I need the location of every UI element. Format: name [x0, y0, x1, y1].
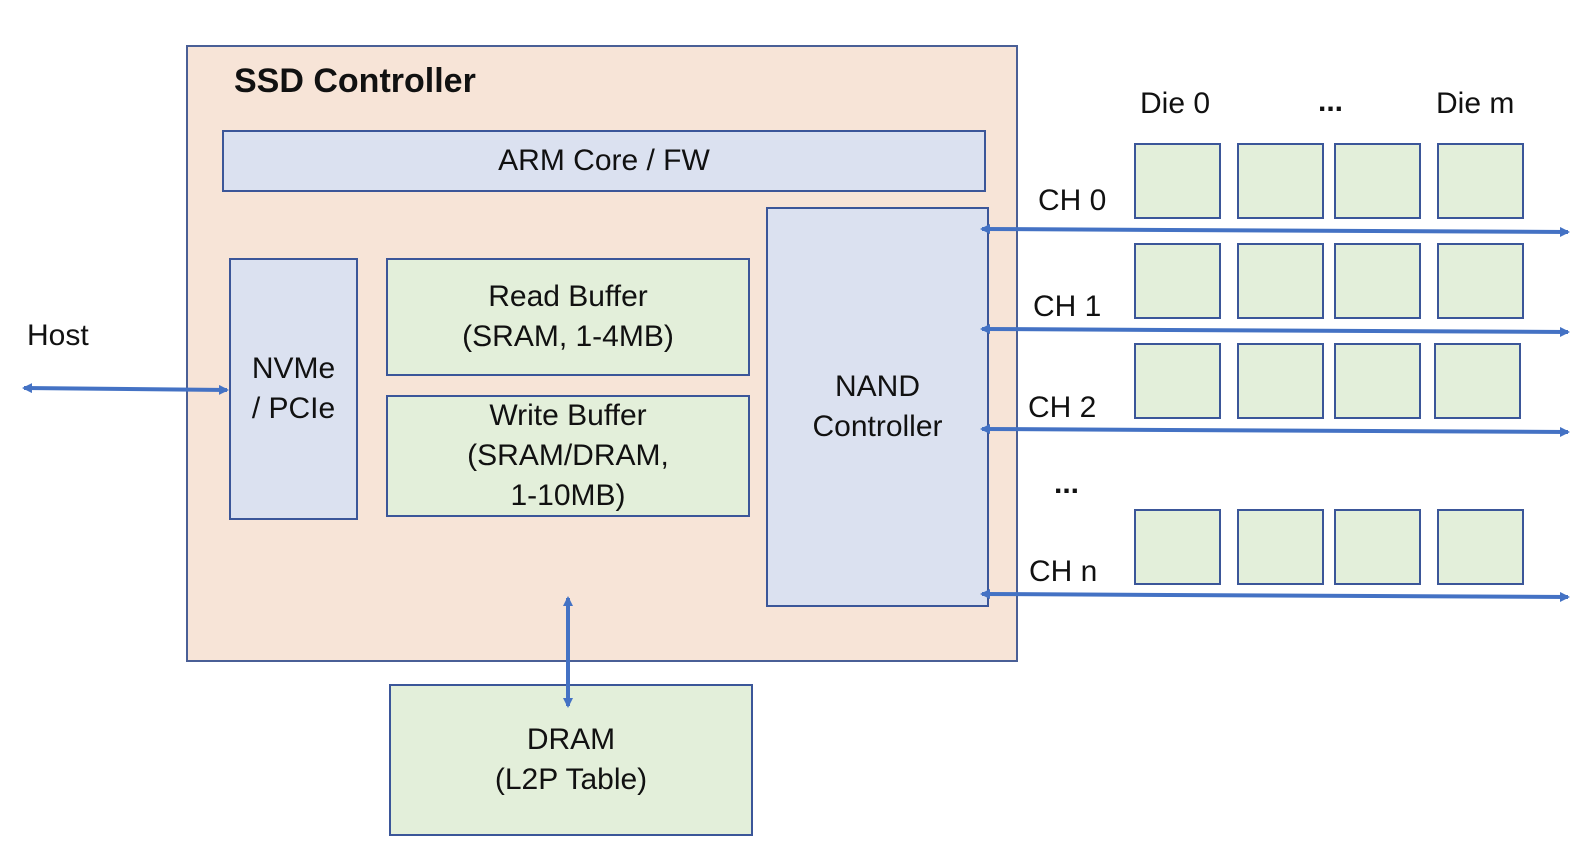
channel-label-n: CH n — [1029, 555, 1098, 588]
die-ch2-0 — [1134, 343, 1221, 419]
die-ch2-2 — [1334, 343, 1421, 419]
die-chn-1 — [1237, 509, 1324, 585]
arm-core-label: ARM Core / FW — [498, 144, 710, 177]
die-ch1-2 — [1334, 243, 1421, 319]
channel-arrow-2 — [980, 424, 1570, 437]
write-buffer-block: Write Buffer (SRAM/DRAM, 1-10MB) — [386, 395, 750, 517]
nvme-pcie-label: NVMe / PCIe — [251, 352, 336, 425]
read-buffer-block: Read Buffer (SRAM, 1-4MB) — [386, 258, 750, 376]
die-ellipsis: ... — [1318, 85, 1344, 118]
write-buffer-label: Write Buffer (SRAM/DRAM, 1-10MB) — [467, 399, 669, 512]
ssd-controller-title: SSD Controller — [234, 62, 476, 100]
host-arrow — [22, 383, 229, 395]
channel-arrow-0 — [980, 224, 1570, 237]
die-ch0-0 — [1134, 143, 1221, 219]
read-buffer-label: Read Buffer (SRAM, 1-4MB) — [462, 280, 674, 353]
die-ch2-m — [1434, 343, 1521, 419]
channel-arrow-1 — [980, 324, 1570, 337]
die-ch0-1 — [1237, 143, 1324, 219]
dram-label: DRAM (L2P Table) — [494, 723, 648, 796]
die-ch2-1 — [1237, 343, 1324, 419]
die-first-label: Die 0 — [1140, 87, 1211, 120]
nand-controller-block: NAND Controller — [766, 207, 989, 607]
nand-controller-label: NAND Controller — [812, 370, 943, 443]
host-label: Host — [27, 319, 89, 352]
die-ch0-m — [1437, 143, 1524, 219]
die-ch0-2 — [1334, 143, 1421, 219]
channel-label-0: CH 0 — [1038, 184, 1107, 217]
channel-label-2: CH 2 — [1028, 391, 1097, 424]
die-last-label: Die m — [1436, 87, 1515, 120]
arm-core-block: ARM Core / FW — [222, 130, 986, 192]
die-ch1-m — [1437, 243, 1524, 319]
die-ch1-0 — [1134, 243, 1221, 319]
channel-ellipsis: ... — [1054, 467, 1080, 500]
channel-label-1: CH 1 — [1033, 290, 1102, 323]
nvme-pcie-block: NVMe / PCIe — [229, 258, 358, 520]
die-ch1-1 — [1237, 243, 1324, 319]
channel-arrow-n — [980, 589, 1570, 602]
die-chn-m — [1437, 509, 1524, 585]
dram-block: DRAM (L2P Table) — [389, 684, 753, 836]
die-chn-2 — [1334, 509, 1421, 585]
die-chn-0 — [1134, 509, 1221, 585]
